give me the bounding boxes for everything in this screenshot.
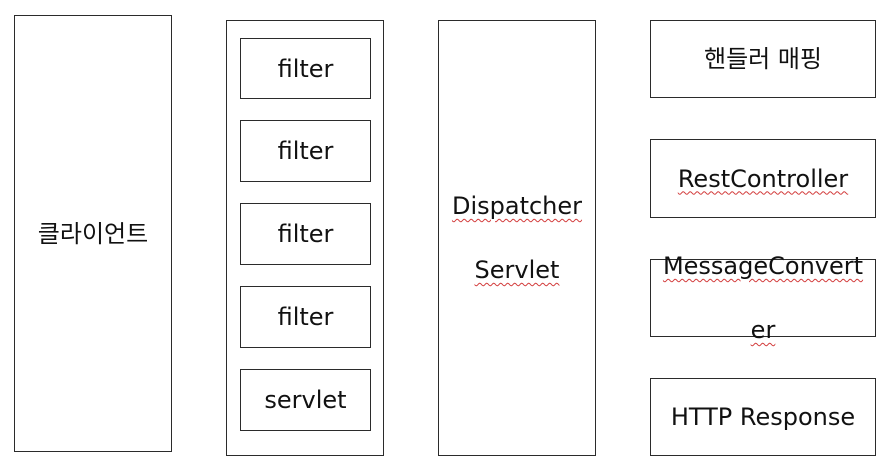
message-converter-line2: er xyxy=(750,316,776,344)
message-converter-label: MessageConvert er xyxy=(663,218,863,378)
filter-box-3: filter xyxy=(240,203,371,265)
filter-label: filter xyxy=(277,137,334,165)
client-box: 클라이언트 xyxy=(14,15,172,452)
client-label: 클라이언트 xyxy=(37,219,149,248)
handler-mapping-label: 핸들러 매핑 xyxy=(703,45,823,73)
filter-label: filter xyxy=(277,303,334,331)
handler-mapping-box: 핸들러 매핑 xyxy=(650,20,876,98)
dispatcher-label-line2: Servlet xyxy=(474,256,560,284)
filter-chain-container: filter filter filter filter servlet xyxy=(226,20,384,456)
filter-box-4: filter xyxy=(240,286,371,348)
servlet-box: servlet xyxy=(240,369,371,431)
rest-controller-label: RestController xyxy=(677,164,849,193)
message-converter-line1: MessageConvert xyxy=(662,252,864,280)
filter-label: filter xyxy=(277,220,334,248)
message-converter-box: MessageConvert er xyxy=(650,252,876,344)
dispatcher-label-line1: Dispatcher xyxy=(451,192,583,220)
dispatcher-servlet-label: Dispatcher Servlet xyxy=(452,158,582,318)
http-response-label: HTTP Response xyxy=(670,403,856,431)
dispatcher-servlet-box: Dispatcher Servlet xyxy=(438,20,596,456)
servlet-label: servlet xyxy=(264,386,347,414)
filter-label: filter xyxy=(277,54,334,83)
filter-box-2: filter xyxy=(240,120,371,182)
http-response-box: HTTP Response xyxy=(650,378,876,456)
rest-controller-box: RestController xyxy=(650,139,876,218)
filter-box-1: filter xyxy=(240,38,371,99)
